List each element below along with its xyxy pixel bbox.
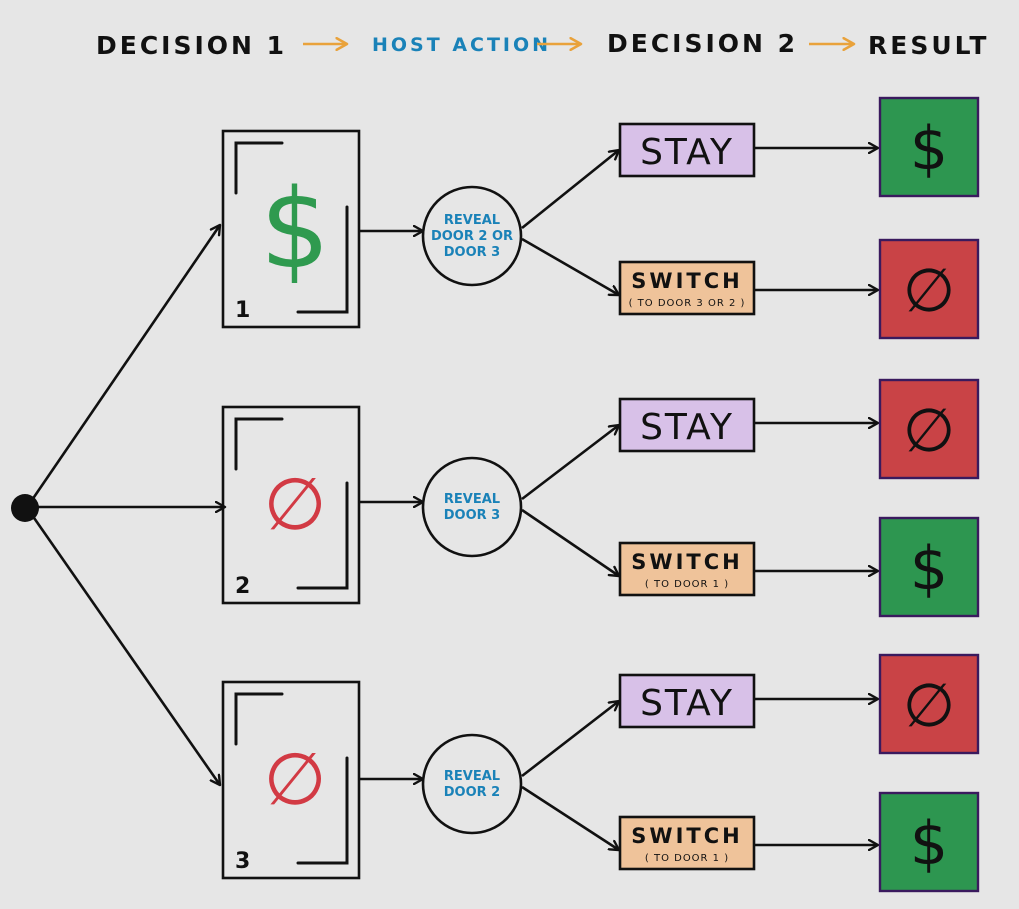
edge-root-door-3 <box>30 514 220 785</box>
host-action-node <box>421 185 523 287</box>
result-switch-lose <box>878 238 980 340</box>
stay-option <box>618 673 756 729</box>
result-switch-win <box>878 791 980 893</box>
switch-option <box>618 815 756 871</box>
host-action-text: DOOR 2 OR <box>431 229 513 244</box>
empty-set-icon: ∅ <box>903 256 955 326</box>
door-number: 1 <box>235 298 250 323</box>
switch-option <box>618 260 756 316</box>
switch-option <box>618 541 756 597</box>
empty-set-icon: ∅ <box>903 396 955 466</box>
root-edges <box>30 225 225 785</box>
header-decision-1: DECISION 1 <box>96 31 287 60</box>
door-frame-bottom-right <box>296 205 349 314</box>
start-node <box>11 494 39 522</box>
stay-option <box>618 122 756 178</box>
money-icon: $ <box>910 114 948 184</box>
stay-option <box>618 397 756 453</box>
header-row: DECISION 1 HOST ACTION DECISION 2 RESULT <box>96 29 989 60</box>
host-action-text: DOOR 3 <box>444 508 500 523</box>
host-action-text: DOOR 3 <box>444 245 500 260</box>
door-card <box>221 680 361 880</box>
edge-host-stay <box>521 425 619 501</box>
result-switch-win <box>878 516 980 618</box>
result-stay-win <box>878 96 980 198</box>
empty-set-icon: ∅ <box>903 671 955 741</box>
host-action-text: REVEAL <box>444 769 500 784</box>
money-icon: $ <box>910 534 948 604</box>
door-frame-top-left <box>234 141 284 195</box>
header-result: RESULT <box>868 31 989 60</box>
door-frame-top-left <box>234 417 284 471</box>
stay-label: STAY <box>640 683 734 724</box>
door-money-icon: $ <box>260 165 330 293</box>
money-icon: $ <box>910 809 948 879</box>
switch-label: SWITCH <box>631 550 742 574</box>
host-action-text: REVEAL <box>444 492 500 507</box>
stay-label: STAY <box>640 407 734 448</box>
edge-root-door-1 <box>30 225 220 501</box>
header-host-action: HOST ACTION <box>372 34 551 56</box>
door-frame-top-left <box>234 692 284 746</box>
door-card <box>221 129 361 329</box>
door-frame-bottom-right <box>296 756 349 865</box>
door-empty-icon: ∅ <box>264 737 327 821</box>
host-action-text: REVEAL <box>444 213 500 228</box>
switch-target-text: ( TO DOOR 3 OR 2 ) <box>629 298 746 309</box>
switch-label: SWITCH <box>631 824 742 848</box>
door-number: 3 <box>235 849 250 874</box>
edge-host-stay <box>521 701 619 778</box>
switch-label: SWITCH <box>631 269 742 293</box>
result-stay-lose <box>878 378 980 480</box>
edge-host-switch <box>521 508 619 576</box>
host-action-node <box>421 733 523 835</box>
edge-host-switch <box>521 785 619 850</box>
header-decision-2: DECISION 2 <box>607 29 798 58</box>
door-frame-bottom-right <box>296 481 349 590</box>
host-action-node <box>421 456 523 558</box>
door-number: 2 <box>235 574 250 599</box>
stay-label: STAY <box>640 132 734 173</box>
switch-target-text: ( TO DOOR 1 ) <box>645 853 729 864</box>
switch-target-text: ( TO DOOR 1 ) <box>645 579 729 590</box>
result-stay-lose <box>878 653 980 755</box>
door-card <box>221 405 361 605</box>
edge-host-stay <box>521 150 619 230</box>
door-empty-icon: ∅ <box>264 462 327 546</box>
edge-host-switch <box>521 237 619 295</box>
host-action-text: DOOR 2 <box>444 785 500 800</box>
